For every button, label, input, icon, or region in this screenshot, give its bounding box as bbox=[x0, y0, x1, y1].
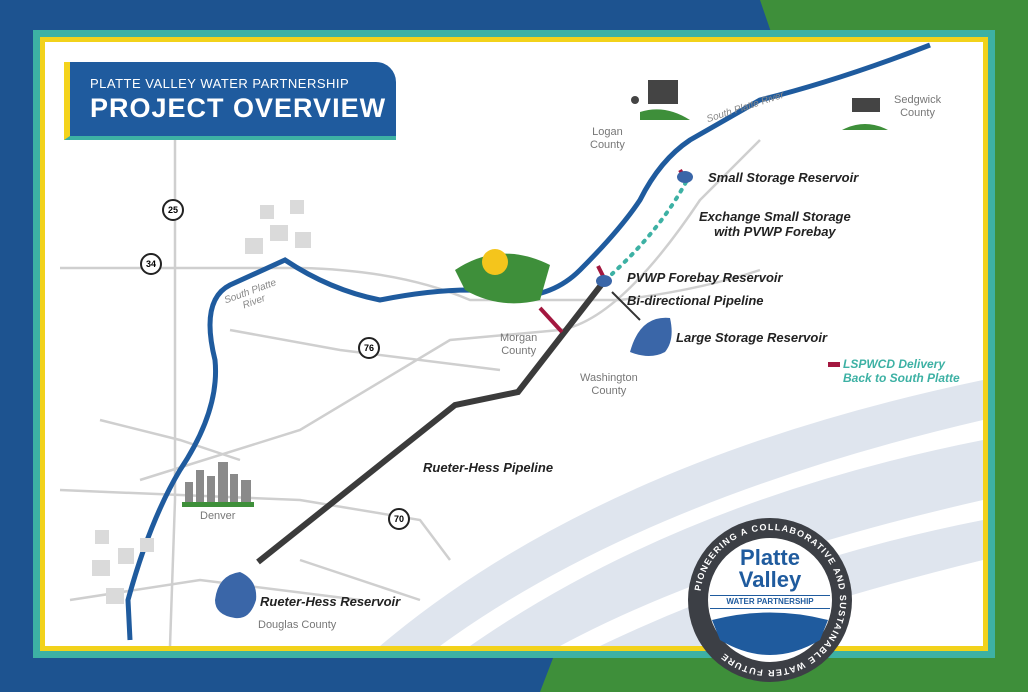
houses-icon bbox=[92, 200, 311, 604]
logo-tagline: WATER PARTNERSHIP bbox=[710, 595, 830, 609]
large-storage-reservoir bbox=[630, 317, 672, 356]
label-large-storage: Large Storage Reservoir bbox=[676, 330, 828, 345]
logo-name-line2: Valley bbox=[738, 567, 802, 592]
farm-field-icon bbox=[455, 249, 550, 304]
barn-icon bbox=[631, 80, 690, 120]
logo-text: Platte Valley WATER PARTNERSHIP bbox=[710, 547, 830, 609]
exchange-line bbox=[610, 180, 688, 276]
label-forebay: PVWP Forebay Reservoir bbox=[627, 270, 783, 285]
label-exchange-line2: with PVWP Forebay bbox=[714, 224, 836, 239]
highway-25: 25 bbox=[162, 199, 184, 221]
legend-item-delivery: LSPWCD Delivery bbox=[828, 357, 960, 371]
label-rueter-pipeline: Rueter-Hess Pipeline bbox=[423, 460, 554, 475]
legend: LSPWCD Delivery Back to South Platte bbox=[828, 357, 960, 385]
highway-70: 70 bbox=[388, 508, 410, 530]
forebay-reservoir bbox=[596, 275, 612, 287]
label-bidirectional: Bi-directional Pipeline bbox=[627, 293, 764, 308]
small-storage-reservoir bbox=[677, 171, 693, 183]
title-main: PROJECT OVERVIEW bbox=[90, 93, 387, 123]
legend-swatch bbox=[828, 362, 840, 368]
map-graphics bbox=[59, 42, 983, 646]
logo-name-line1: Platte bbox=[740, 545, 800, 570]
legend-line2: Back to South Platte bbox=[843, 371, 960, 385]
title-subtitle: PLATTE VALLEY WATER PARTNERSHIP bbox=[90, 76, 350, 91]
rueter-hess-pipeline bbox=[256, 278, 608, 565]
map[interactable]: PLATTE VALLEY WATER PARTNERSHIP PROJECT … bbox=[45, 42, 983, 646]
label-denver: Denver bbox=[200, 510, 236, 522]
south-platte-river bbox=[125, 42, 931, 641]
label-exchange: Exchange Small Storage with PVWP Forebay bbox=[699, 209, 851, 239]
bidirectional-pipeline bbox=[611, 291, 641, 321]
denver-skyline-icon bbox=[182, 462, 254, 507]
lspwcd-delivery-line bbox=[538, 306, 564, 334]
rueter-hess-reservoir bbox=[215, 572, 257, 619]
title-banner: PLATTE VALLEY WATER PARTNERSHIP PROJECT … bbox=[64, 62, 396, 140]
county-douglas: Douglas County bbox=[258, 619, 337, 631]
highway-76: 76 bbox=[358, 337, 380, 359]
highway-34: 34 bbox=[140, 253, 162, 275]
label-small-storage: Small Storage Reservoir bbox=[708, 170, 859, 185]
label-rueter-reservoir: Rueter-Hess Reservoir bbox=[260, 594, 401, 609]
lspwcd-delivery-line bbox=[596, 265, 605, 277]
label-exchange-line1: Exchange Small Storage bbox=[699, 209, 851, 224]
tractor-icon bbox=[842, 98, 888, 130]
roads bbox=[59, 139, 761, 646]
